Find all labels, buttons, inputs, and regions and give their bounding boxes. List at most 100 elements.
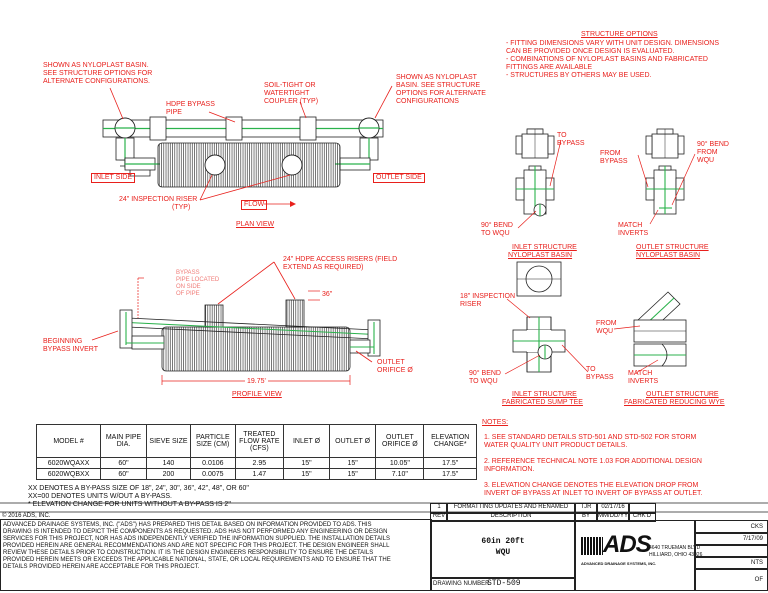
bend-from-label-2: FROM: [697, 149, 718, 156]
coupler-label-1: SOIL-TIGHT OR: [264, 82, 316, 89]
header-elevation: ELEVATION CHANGE*: [423, 424, 477, 458]
rev-by-cell: TJR: [574, 503, 598, 514]
inlet-nyloplast-title-1: INLET STRUCTURE: [512, 244, 577, 251]
address-line-1: 4640 TRUEMAN BLVD: [649, 545, 701, 551]
outlet-nyloplast-drawing: [637, 128, 696, 225]
flow-label: FLOW: [241, 200, 268, 210]
beginning-bypass-label-2: BYPASS INVERT: [43, 346, 98, 353]
inspection-riser-label-1: 24" INSPECTION RISER: [119, 196, 198, 203]
length-dimension: 19.75': [245, 378, 268, 386]
outlet-fab-title-2: FABRICATED REDUCING WYE: [624, 399, 725, 406]
dim-36-label: 36": [322, 291, 333, 298]
disclaimer-line-7: DETAILS PROVIDED HEREIN ARE ACCEPTABLE F…: [3, 564, 200, 570]
inlet-fab-title-1: INLET STRUCTURE: [512, 391, 577, 398]
cell: 17.5": [423, 468, 477, 480]
to-bypass-label-2b: BYPASS: [586, 374, 614, 381]
rev-chkd-cell: [628, 503, 656, 514]
bend-label-1b: TO WQU: [481, 230, 510, 237]
outlet-nyloplast-title-2: NYLOPLAST BASIN: [636, 252, 701, 259]
table-header-row: MODEL # MAIN PIPE DIA. SIEVE SIZE PARTIC…: [35, 424, 477, 458]
plan-view-drawing: [102, 85, 393, 207]
header-pipe-dia: MAIN PIPE DIA.: [100, 424, 147, 458]
cell: 1.47: [234, 468, 285, 480]
from-bypass-label-2: BYPASS: [600, 158, 628, 165]
hdr-chkd: CHK'D: [628, 512, 656, 522]
to-bypass-label-1b: BYPASS: [557, 140, 585, 147]
access-risers-label-2: EXTEND AS REQUIRED): [283, 264, 364, 271]
header-orifice: OUTLET ORIFICE Ø: [375, 424, 425, 458]
inspection-18-label-1: 18" INSPECTION: [460, 293, 515, 300]
hdr-date: MM/DD/YY: [596, 512, 630, 522]
cell: 10.05": [375, 457, 425, 469]
beginning-bypass-label-1: BEGINNING: [43, 338, 83, 345]
note-2-line-1: 2. REFERENCE TECHNICAL NOTE 1.03 FOR ADD…: [484, 458, 702, 465]
ads-logo-stripes-icon: [581, 537, 603, 555]
inlet-fab-title-2: FABRICATED SUMP TEE: [502, 399, 583, 406]
rev-number-cell: 1: [430, 503, 448, 514]
coupler-label-2: WATERTIGHT: [264, 90, 310, 97]
drawing-number-label: DRAWING NUMBER: [433, 581, 490, 587]
drawing-title-box: 60in 20ft WQU: [430, 520, 576, 579]
bend-label-2a: 90° BEND: [469, 370, 501, 377]
bend-from-label-3: WQU: [697, 157, 715, 164]
cell: 15": [328, 457, 377, 469]
hdr-desc: DESCRIPTION: [446, 512, 576, 522]
from-wqu-label-2: WQU: [596, 328, 614, 335]
header-sieve: SIEVE SIZE: [145, 424, 192, 458]
cell: 140: [145, 457, 192, 469]
note-3-line-2: INVERT OF BYPASS AT INLET TO INVERT OF B…: [484, 490, 703, 497]
outlet-fabricated-drawing: [613, 291, 687, 374]
drawing-number: STD-509: [487, 579, 521, 588]
bypass-note-1: BYPASS: [176, 270, 200, 276]
copyright: © 2016 ADS, INC.: [2, 513, 51, 519]
inlet-nyloplast-drawing: [515, 128, 562, 229]
table-row: 6020WQBXX 60" 200 0.0075 1.47 15" 15" 7.…: [35, 468, 477, 480]
outlet-orifice-label-2: ORIFICE Ø: [377, 367, 413, 374]
disclaimer-line-6: PROVIDED HEREIN MEETS OR EXCEEDS THE APP…: [3, 557, 391, 563]
cell: 6020WQBXX: [35, 468, 102, 480]
structure-options-title: STRUCTURE OPTIONS: [581, 31, 658, 38]
sheet-cell: OF: [694, 568, 768, 591]
bypass-note-4: OF PIPE: [176, 291, 200, 297]
drawing-title-1: 60in 20ft: [481, 537, 525, 546]
disclaimer-line-1: ADVANCED DRAINAGE SYSTEMS, INC. ("ADS") …: [3, 522, 372, 528]
ads-logo-text: ADS: [603, 531, 652, 558]
cell: 6020WQAXX: [35, 457, 102, 469]
from-wqu-label-1: FROM: [596, 320, 617, 327]
note-2-line-2: INFORMATION.: [484, 466, 535, 473]
footnote-3: * ELEVATION CHANGE FOR UNITS WITHOUT A B…: [28, 501, 231, 508]
header-inlet: INLET Ø: [283, 424, 330, 458]
ads-logo-sub: ADVANCED DRAINAGE SYSTEMS, INC.: [581, 561, 657, 566]
structure-options-line-5: - STRUCTURES BY OTHERS MAY BE USED.: [506, 72, 652, 79]
bypass-note-2: PIPE LOCATED: [176, 277, 220, 283]
match-inverts-label-1b: INVERTS: [618, 230, 649, 237]
notes-title: NOTES:: [482, 419, 509, 426]
bend-from-label-1: 90° BEND: [697, 141, 729, 148]
to-bypass-label-1a: TO: [557, 132, 567, 139]
structure-options-line-4: FITTINGS ARE AVAILABLE: [506, 64, 593, 71]
hdpe-bypass-label-1: HDPE BYPASS: [166, 101, 215, 108]
footnote-1: XX DENOTES A BY-PASS SIZE OF 18", 24", 3…: [28, 485, 249, 492]
disclaimer-line-5: REVIEW THESE DETAILS PRIOR TO CONSTRUCTI…: [3, 550, 374, 556]
cell: 17.5": [423, 457, 477, 469]
note-1-line-2: WATER QUALITY UNIT PRODUCT DETAILS.: [484, 442, 628, 449]
access-risers-label-1: 24" HDPE ACCESS RISERS (FIELD: [283, 256, 398, 263]
inlet-nyloplast-title-2: NYLOPLAST BASIN: [508, 252, 573, 259]
cell: 0.0075: [190, 468, 236, 480]
plan-note-right-3: OPTIONS FOR ALTERNATE: [396, 90, 486, 97]
cell: 15": [328, 468, 377, 480]
profile-view-title: PROFILE VIEW: [232, 391, 282, 398]
bend-label-1a: 90° BEND: [481, 222, 513, 229]
plan-view-title: PLAN VIEW: [236, 221, 275, 228]
model-spec-table: MODEL # MAIN PIPE DIA. SIEVE SIZE PARTIC…: [35, 424, 477, 480]
header-model: MODEL #: [35, 424, 102, 458]
rev-date-cell: 02/17/16: [596, 503, 630, 514]
header-particle: PARTICLE SIZE (CM): [190, 424, 236, 458]
plan-note-left-2: SEE STRUCTURE OPTIONS FOR: [43, 70, 153, 77]
cell: 15": [283, 468, 330, 480]
inlet-fabricated-drawing: [504, 261, 589, 375]
drawing-title-2: WQU: [495, 548, 511, 557]
match-inverts-label-2a: MATCH: [628, 370, 653, 377]
cell: 60": [100, 468, 147, 480]
